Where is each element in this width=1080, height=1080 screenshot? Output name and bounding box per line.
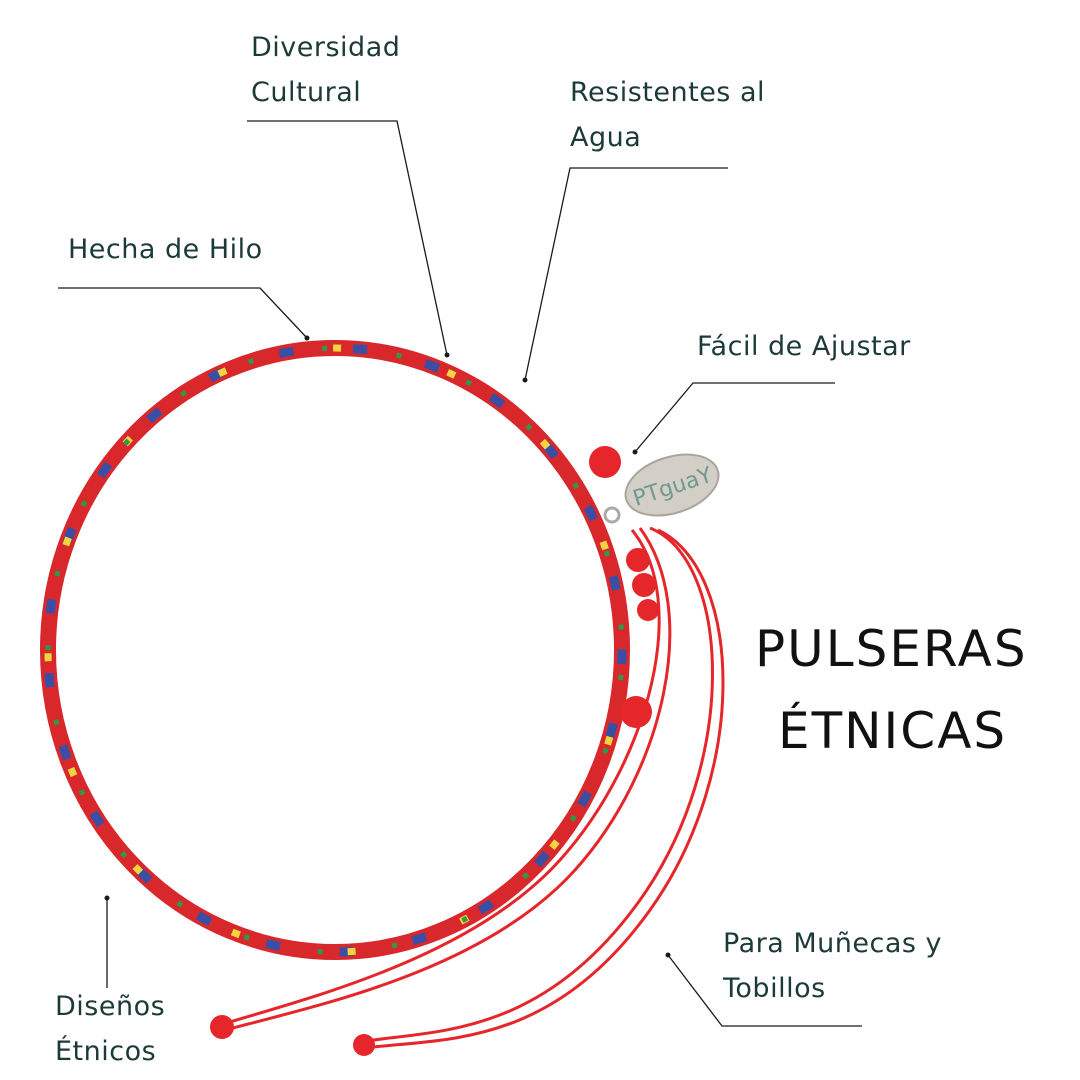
- label-diversidad-cultural: Diversidad Cultural: [251, 25, 400, 115]
- label-resistentes-agua: Resistentes al Agua: [570, 70, 765, 160]
- metal-tag: PTguaY: [624, 453, 720, 517]
- label-line: Resistentes al: [570, 77, 765, 108]
- label-line: Étnicos: [55, 1036, 157, 1067]
- label-facil-de-ajustar: Fácil de Ajustar: [697, 324, 911, 369]
- label-hecha-de-hilo: Hecha de Hilo: [68, 227, 263, 272]
- title-line-1: PULSERAS: [755, 620, 1028, 678]
- bracelet-pattern: [43, 343, 627, 957]
- label-para-munecas-tobillos: Para Muñecas y Tobillos: [723, 921, 942, 1011]
- label-line: Agua: [570, 122, 642, 153]
- label-line: Tobillos: [723, 973, 826, 1004]
- label-line: Hecha de Hilo: [68, 234, 263, 265]
- label-line: Diversidad: [251, 32, 401, 63]
- tag-ring: [603, 506, 621, 524]
- bracelet-strings: [219, 526, 725, 1050]
- label-disenos-etnicos: Diseños Étnicos: [55, 984, 165, 1074]
- leader-lines: [58, 120, 862, 1027]
- string-knot: [353, 1034, 375, 1056]
- sliding-knot: [589, 446, 659, 728]
- label-line: Cultural: [251, 77, 362, 108]
- label-line: Diseños: [55, 991, 166, 1022]
- label-line: Para Muñecas y: [723, 928, 942, 959]
- label-line: Fácil de Ajustar: [697, 331, 911, 362]
- title-line-2: ÉTNICAS: [778, 702, 1008, 760]
- string-knot: [210, 1015, 234, 1039]
